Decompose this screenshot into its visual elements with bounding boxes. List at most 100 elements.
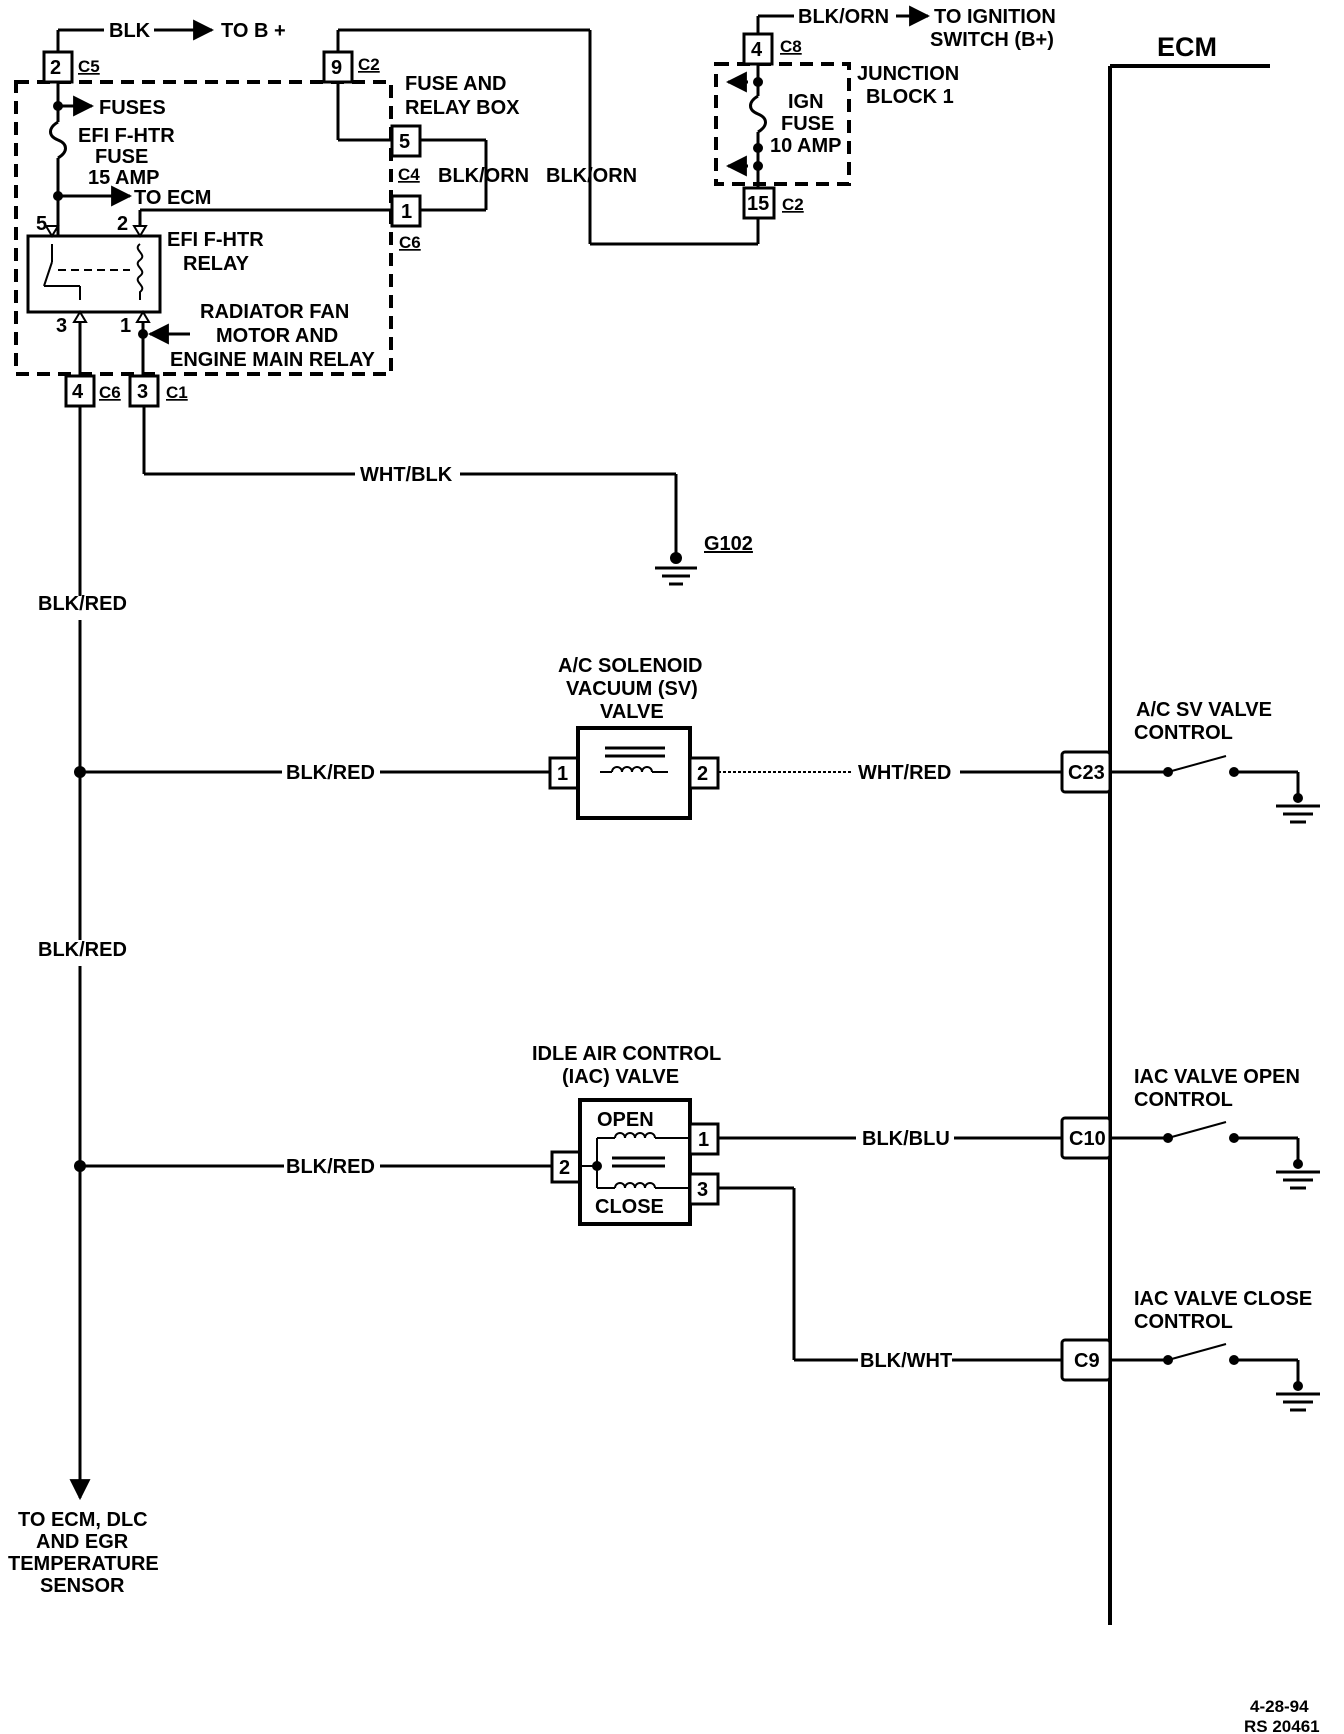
left-bus: BLK/RED BLK/RED TO ECM, DLC AND EGR TEMP… (8, 406, 159, 1597)
ac-wire-in-label: BLK/RED (286, 762, 375, 784)
ecm-pin-c23: C23 (1068, 762, 1105, 784)
iac-open-control-1: IAC VALVE OPEN (1134, 1066, 1300, 1088)
junction-bottom-pin: 15 (747, 193, 769, 215)
relay-pin-2: 2 (117, 213, 128, 235)
fuses-label: FUSES (99, 97, 166, 119)
footer-date: 4-28-94 (1250, 1697, 1309, 1716)
connector-c1-name: C1 (166, 383, 188, 402)
main-relay-label-2: MOTOR AND (216, 325, 338, 347)
connector-c5: 2 C5 (42, 50, 100, 84)
connector-c2-pin: 9 (331, 57, 342, 79)
iac-pin-open: 1 (698, 1129, 709, 1151)
iac-valve: IDLE AIR CONTROL (IAC) VALVE BLK/RED 2 O… (80, 1043, 1320, 1412)
to-b-plus-label: TO B + (221, 20, 286, 42)
main-relay-label-1: RADIATOR FAN (200, 301, 349, 323)
connector-c1-pin3: 3 C1 (128, 374, 188, 408)
ign-fuse-line3: 10 AMP (770, 135, 842, 157)
main-relay-label-3: ENGINE MAIN RELAY (170, 349, 376, 371)
junction-block-1: BLK/ORN TO IGNITION SWITCH (B+) 4 C8 IGN… (714, 5, 1056, 220)
iac-wire-close-label: BLK/WHT (860, 1350, 952, 1372)
connector-c6-pin4: 4 C6 (64, 374, 121, 408)
efi-htr-relay: 5 2 3 1 EFI F-HTR RELAY (26, 213, 264, 337)
ign-fuse-line2: FUSE (781, 113, 834, 135)
ac-valve-title-2: VACUUM (SV) (566, 678, 698, 700)
left-bus-label-1: BLK/RED (38, 593, 127, 615)
relay-to-c6-wire (138, 208, 392, 226)
destination-line3: TEMPERATURE (8, 1553, 159, 1575)
ac-control-line1: A/C SV VALVE (1136, 699, 1272, 721)
blk-orn-short-label: BLK/ORN (438, 165, 529, 187)
ac-pin-in: 1 (557, 763, 568, 785)
footer: 4-28-94 RS 20461 (1244, 1697, 1320, 1734)
relay-label-1: EFI F-HTR (167, 229, 264, 251)
iac-title-2: (IAC) VALVE (562, 1066, 679, 1088)
junction-top-name: C8 (780, 37, 802, 56)
iac-open-control-2: CONTROL (1134, 1089, 1233, 1111)
to-ignition-line2: SWITCH (B+) (930, 29, 1054, 51)
iac-close-label: CLOSE (595, 1196, 664, 1218)
ecm-pin-c10: C10 (1069, 1128, 1106, 1150)
g102-label: G102 (704, 533, 753, 555)
iac-close-control-2: CONTROL (1134, 1311, 1233, 1333)
fuse-relay-box: FUSE AND RELAY BOX (14, 73, 520, 376)
fuse-label-1: EFI F-HTR (78, 125, 175, 147)
iac-pin-close: 3 (697, 1179, 708, 1201)
to-ignition-line1: TO IGNITION (934, 6, 1056, 28)
ac-valve-title-1: A/C SOLENOID (558, 655, 702, 677)
connector-c6-bottom-name: C6 (99, 383, 121, 402)
b-plus-feed: BLK TO B + (56, 19, 286, 52)
relay-pin-5: 5 (36, 213, 47, 235)
ac-pin-out: 2 (697, 763, 708, 785)
left-bus-label-2: BLK/RED (38, 939, 127, 961)
to-ecm-label: TO ECM (134, 187, 211, 209)
iac-wire-in-label: BLK/RED (286, 1156, 375, 1178)
iac-pin-in: 2 (559, 1157, 570, 1179)
ecm-title: ECM (1157, 32, 1217, 62)
efi-fuse-branch: FUSES EFI F-HTR FUSE 15 AMP TO ECM (49, 82, 211, 236)
connector-c6-top-pin: 1 (401, 201, 412, 223)
ac-control-line2: CONTROL (1134, 722, 1233, 744)
ac-solenoid-valve: A/C SOLENOID VACUUM (SV) VALVE BLK/RED 1… (80, 655, 1320, 824)
ecm-pin-c9: C9 (1074, 1350, 1100, 1372)
connector-c2-pin9: 9 C2 BLK/ORN (322, 28, 760, 246)
iac-title-1: IDLE AIR CONTROL (532, 1043, 721, 1065)
connector-c1-pin: 3 (137, 381, 148, 403)
connector-c6-pin1: 1 C6 (390, 194, 422, 252)
ac-wire-out-label: WHT/RED (858, 762, 951, 784)
relay-label-2: RELAY (183, 253, 250, 275)
junction-top-pin: 4 (751, 39, 763, 61)
connector-c6-top-name: C6 (399, 233, 421, 252)
box-title-line2: RELAY BOX (405, 97, 520, 119)
junction-title-line2: BLOCK 1 (866, 86, 954, 108)
connector-c4-name: C4 (398, 165, 420, 184)
connector-c5-pin: 2 (50, 57, 61, 79)
ign-fuse-line1: IGN (788, 91, 824, 113)
relay-pin-1: 1 (120, 315, 131, 337)
destination-line4: SENSOR (40, 1575, 125, 1597)
junction-wire-top-label: BLK/ORN (798, 6, 889, 28)
connector-c5-name: C5 (78, 57, 100, 76)
junction-title-line1: JUNCTION (857, 63, 959, 85)
destination-line1: TO ECM, DLC (18, 1509, 148, 1531)
connector-c4-pin5: 5 C4 BLK/ORN (390, 124, 529, 212)
destination-line2: AND EGR (36, 1531, 129, 1553)
connector-c6-bottom-pin: 4 (72, 381, 84, 403)
footer-code: RS 20461 (1244, 1717, 1320, 1734)
box-title-line1: FUSE AND (405, 73, 506, 95)
iac-close-control-1: IAC VALVE CLOSE (1134, 1288, 1312, 1310)
connector-c2-name: C2 (358, 55, 380, 74)
ground-g102: WHT/BLK G102 (142, 406, 753, 586)
main-relay-feed: RADIATOR FAN MOTOR AND ENGINE MAIN RELAY (78, 301, 376, 380)
ac-valve-title-3: VALVE (600, 701, 664, 723)
iac-open-label: OPEN (597, 1109, 654, 1131)
wire-blk-label: BLK (109, 20, 151, 42)
ecm-module: ECM (1108, 32, 1270, 1625)
junction-bottom-name: C2 (782, 195, 804, 214)
fuse-label-2: FUSE (95, 146, 148, 168)
blk-orn-long-label: BLK/ORN (546, 165, 637, 187)
relay-pin-3: 3 (56, 315, 67, 337)
iac-wire-open-label: BLK/BLU (862, 1128, 950, 1150)
fuse-label-3: 15 AMP (88, 167, 160, 189)
efi-fuse-symbol (49, 120, 67, 160)
